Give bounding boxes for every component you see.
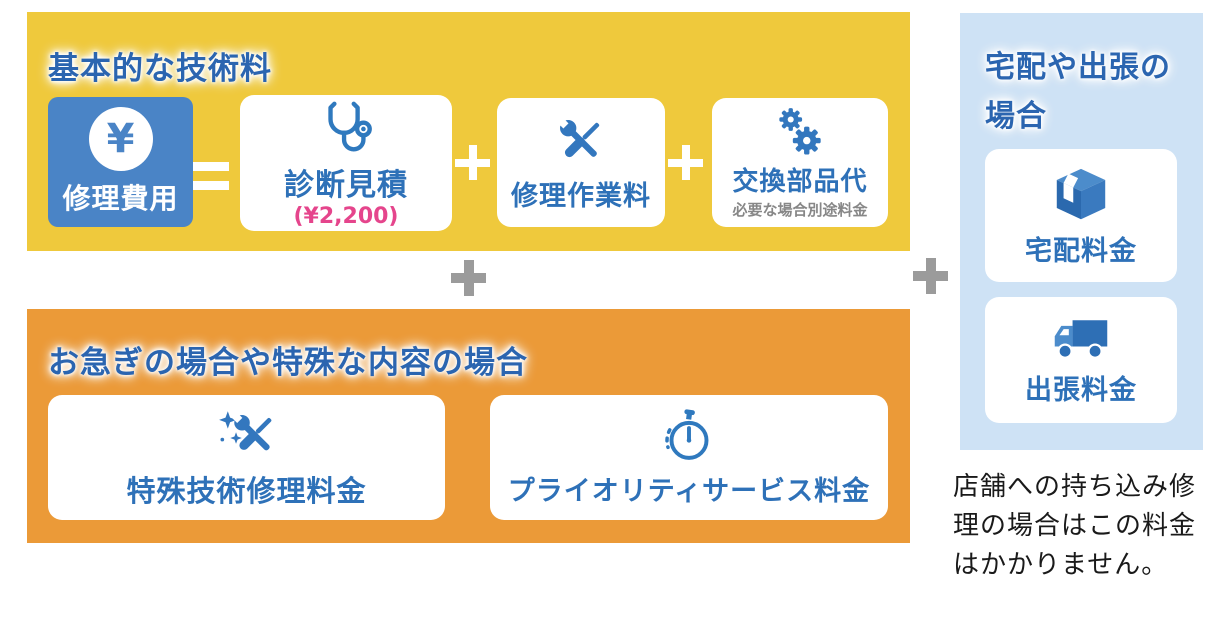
store-dropoff-note: 店舗への持ち込み修 理の場合はこの料金 はかかりません。 [953, 468, 1221, 585]
repair-work-label: 修理作業料 [511, 181, 651, 212]
rush-title: お急ぎの場合や特殊な内容の場合 [48, 345, 528, 381]
basic-fee-title: 基本的な技術料 [48, 51, 272, 87]
gears-icon [779, 107, 821, 155]
yen-icon: ¥ [88, 107, 153, 171]
plus-icon [668, 145, 703, 180]
stopwatch-icon [665, 409, 709, 460]
special-skill-card: 特殊技術修理料金 [48, 395, 445, 520]
priority-service-card: プライオリティサービス料金 [490, 395, 888, 520]
plus-icon [451, 260, 486, 296]
sparkle-wrench-icon [218, 410, 271, 450]
diagnosis-card: 診断見積 (¥2,200) [240, 95, 452, 231]
plus-icon [455, 145, 490, 180]
stethoscope-icon [328, 101, 372, 151]
parts-sublabel: 必要な場合別途料金 [732, 200, 868, 219]
repair-cost-label: 修理費用 [62, 182, 179, 215]
delivery-fee-label: 宅配料金 [1025, 236, 1137, 267]
note-line: 理の場合はこの料金 [953, 511, 1197, 541]
special-skill-label: 特殊技術修理料金 [126, 473, 367, 508]
note-line: 店舗への持ち込み修 [953, 472, 1197, 502]
travel-fee-card: 出張料金 [985, 297, 1177, 423]
parts-label: 交換部品代 [732, 166, 868, 197]
repair-cost-box: ¥ 修理費用 [48, 97, 193, 227]
delivery-panel: 宅配や出張の場合 宅配料金 出張料金 [960, 13, 1203, 450]
equals-icon [193, 162, 229, 190]
parts-card: 交換部品代 必要な場合別途料金 [712, 98, 888, 227]
wrench-screwdriver-icon [557, 117, 600, 158]
rush-panel: お急ぎの場合や特殊な内容の場合 特殊 [27, 309, 910, 543]
package-icon [1056, 168, 1106, 220]
priority-service-label: プライオリティサービス料金 [507, 476, 871, 507]
delivery-title-line1: 宅配や出張の [985, 50, 1171, 85]
truck-icon [1054, 319, 1108, 359]
travel-fee-label: 出張料金 [1025, 374, 1137, 406]
basic-fee-panel: 基本的な技術料 ¥ 修理費用 診断見積 (¥2,200) [27, 12, 910, 251]
delivery-title-line2: 場合 [985, 99, 1047, 134]
note-line: はかかりません。 [953, 550, 1169, 580]
repair-work-card: 修理作業料 [497, 98, 665, 227]
delivery-title: 宅配や出張の場合 [985, 43, 1171, 141]
plus-icon [913, 258, 948, 294]
delivery-fee-card: 宅配料金 [985, 149, 1177, 282]
diagnosis-price: (¥2,200) [293, 203, 399, 229]
diagnosis-label: 診断見積 [284, 167, 408, 203]
